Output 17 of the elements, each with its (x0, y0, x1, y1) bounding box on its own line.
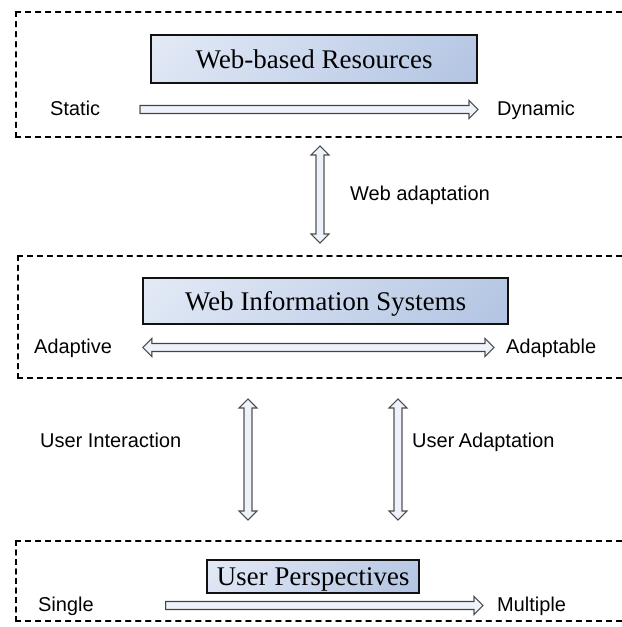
edge-label: User Adaptation (412, 430, 554, 453)
block-arrow (388, 398, 408, 521)
block-arrow (139, 99, 479, 120)
block-arrow (165, 595, 484, 616)
term-label: Static (50, 98, 100, 121)
block-arrow (238, 398, 258, 521)
term-label: Single (38, 594, 94, 617)
block-arrow (142, 337, 495, 358)
title-box: Web Information Systems (142, 277, 509, 325)
title-box: User Perspectives (206, 559, 420, 594)
term-label: Adaptive (34, 336, 112, 359)
term-label: Dynamic (497, 98, 575, 121)
term-label: Multiple (497, 594, 566, 617)
title-box: Web-based Resources (150, 34, 478, 84)
edge-label: Web adaptation (350, 183, 490, 206)
term-label: Adaptable (506, 336, 596, 359)
block-arrow (310, 145, 330, 244)
